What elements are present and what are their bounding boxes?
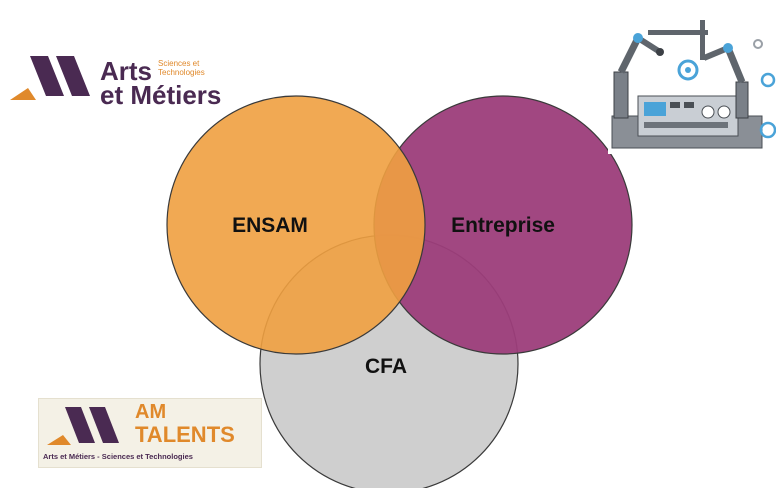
logo-word-et-metiers: et Métiers [100, 80, 222, 110]
am-talents-monogram-icon [47, 407, 119, 445]
label-entreprise: Entreprise [451, 214, 555, 237]
arts-et-metiers-logo: Arts Sciences et Technologies et Métiers [8, 52, 238, 112]
am-talents-word-am: AM [135, 401, 167, 423]
label-cfa: CFA [365, 355, 407, 378]
am-monogram-icon [10, 56, 90, 100]
logo-word-arts: Arts [100, 56, 153, 86]
am-talents-tagline: Arts et Métiers - Sciences et Technologi… [43, 452, 193, 461]
label-ensam: ENSAM [232, 214, 308, 237]
am-talents-logo: AM TALENTS Arts et Métiers - Sciences et… [38, 398, 262, 468]
robot-arm-factory-icon [608, 12, 776, 154]
am-talents-word-talents: TALENTS [135, 422, 235, 447]
logo-small-text: Sciences et Technologies [158, 59, 205, 77]
circle-ensam [166, 95, 426, 355]
